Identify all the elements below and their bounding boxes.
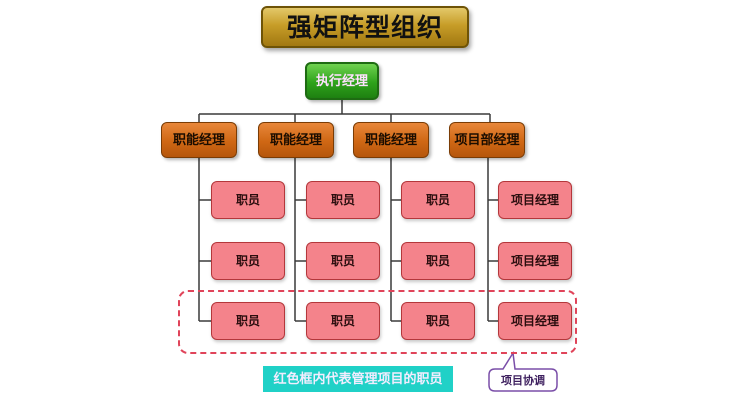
staff-box-col3-row2: 职员: [401, 242, 475, 280]
project-coordination-callout: 项目协调: [501, 374, 545, 387]
legend-label: 红色框内代表管理项目的职员: [263, 366, 453, 392]
functional-manager-box-2: 职能经理: [258, 122, 334, 158]
project-manager-box-row2: 项目经理: [498, 242, 572, 280]
project-staff-dashed-frame: [178, 290, 577, 354]
project-dept-manager-box: 项目部经理: [449, 122, 525, 158]
functional-manager-box-3: 职能经理: [353, 122, 429, 158]
staff-box-col2-row2: 职员: [306, 242, 380, 280]
staff-box-col1-row1: 职员: [211, 181, 285, 219]
staff-box-col1-row2: 职员: [211, 242, 285, 280]
staff-box-col1-row3: 职员: [211, 302, 285, 340]
callout-bubble: [488, 350, 558, 392]
project-manager-box-row1: 项目经理: [498, 181, 572, 219]
staff-box-col3-row3: 职员: [401, 302, 475, 340]
project-manager-box-row3: 项目经理: [498, 302, 572, 340]
staff-box-col2-row3: 职员: [306, 302, 380, 340]
functional-manager-box-1: 职能经理: [161, 122, 237, 158]
staff-box-col2-row1: 职员: [306, 181, 380, 219]
staff-box-col3-row1: 职员: [401, 181, 475, 219]
page-title: 强矩阵型组织: [261, 6, 469, 48]
executive-manager-box: 执行经理: [305, 62, 379, 100]
